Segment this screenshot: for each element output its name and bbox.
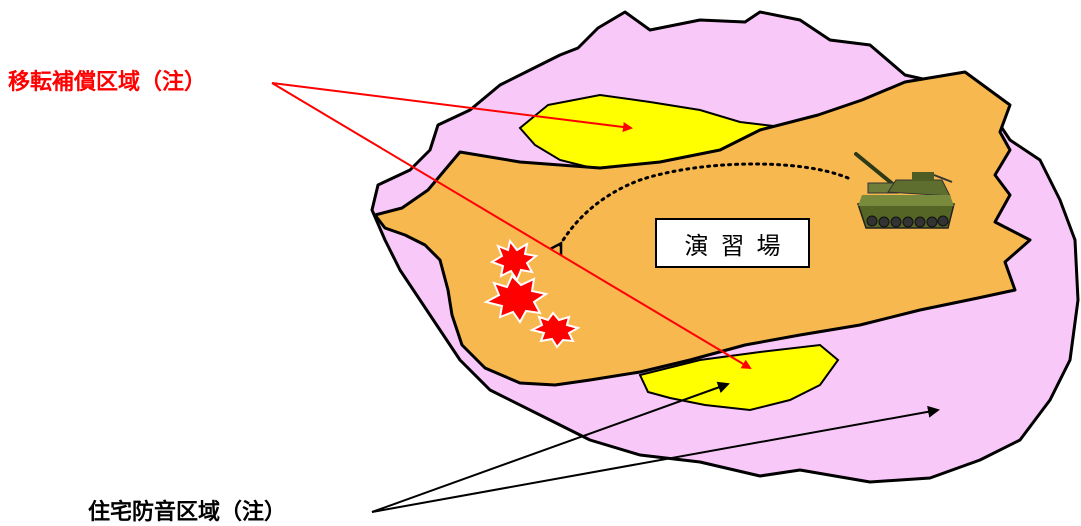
firing-trajectory-arrow bbox=[560, 162, 850, 245]
soundproof-zone-label: 住宅防音区域（注） bbox=[88, 500, 287, 525]
soundproof-arrow-outer bbox=[371, 405, 940, 513]
explosion-icon bbox=[529, 311, 581, 349]
self-propelled-howitzer-icon bbox=[854, 152, 955, 229]
relocation-zone-south bbox=[638, 343, 840, 412]
relocation-arrow-north bbox=[271, 82, 633, 132]
soundproof-arrow-inner bbox=[371, 381, 730, 513]
relocation-arrow-south bbox=[271, 82, 752, 370]
training-area-label: 演習場 bbox=[655, 218, 810, 268]
explosion-icon bbox=[483, 274, 549, 324]
relocation-zone-label: 移転補償区域（注） bbox=[8, 70, 207, 95]
